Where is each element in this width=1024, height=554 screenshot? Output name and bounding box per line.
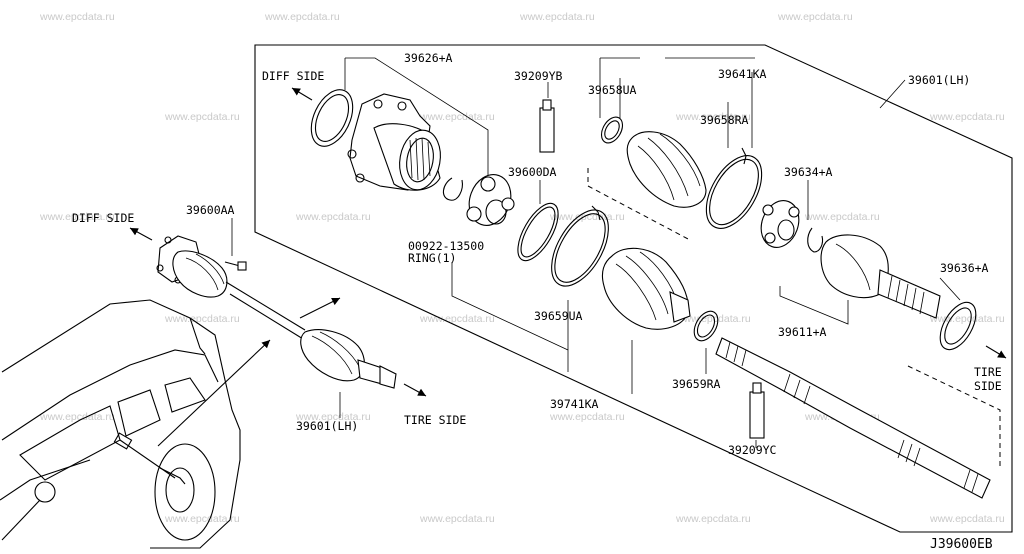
tripod-joint-part bbox=[466, 174, 515, 226]
outer-cv-joint-part bbox=[820, 234, 941, 319]
watermark: www.epcdata.ru bbox=[39, 411, 115, 423]
vehicle-illustration bbox=[0, 299, 241, 549]
label-39636: 39636+A bbox=[940, 261, 989, 275]
label-39634: 39634+A bbox=[784, 165, 833, 179]
watermark: www.epcdata.ru bbox=[549, 211, 625, 223]
watermark: www.epcdata.ru bbox=[419, 513, 495, 525]
dashed-guide bbox=[907, 365, 1001, 468]
watermark-layer: www.epcdata.ru www.epcdata.ru www.epcdat… bbox=[39, 11, 1005, 525]
label-tire-side-bottom: TIRE SIDE bbox=[404, 413, 466, 427]
band-clip bbox=[591, 205, 601, 221]
band-part bbox=[517, 202, 559, 262]
vehicle-pointer-arrow bbox=[157, 339, 271, 447]
label-39741ka: 39741KA bbox=[550, 397, 599, 411]
watermark: www.epcdata.ru bbox=[929, 111, 1005, 123]
label-diff-side-top: DIFF SIDE bbox=[262, 69, 324, 83]
watermark: www.epcdata.ru bbox=[295, 211, 371, 223]
diff-housing-part bbox=[347, 93, 441, 191]
watermark: www.epcdata.ru bbox=[929, 313, 1005, 325]
boot-band-large bbox=[551, 209, 609, 287]
washer-part bbox=[944, 307, 972, 345]
label-39611: 39611+A bbox=[778, 325, 827, 339]
label-tire-right-2: SIDE bbox=[974, 379, 1002, 393]
label-39209yc: 39209YC bbox=[728, 443, 777, 457]
ring-part bbox=[314, 94, 350, 142]
watermark: www.epcdata.ru bbox=[295, 411, 371, 423]
label-tire-right-1: TIRE bbox=[974, 365, 1002, 379]
watermark: www.epcdata.ru bbox=[164, 513, 240, 525]
label-39601-bottom: 39601(LH) bbox=[296, 419, 358, 433]
label-39641ka: 39641KA bbox=[718, 67, 767, 81]
label-39600da: 39600DA bbox=[508, 165, 557, 179]
shaft-direction-arrow bbox=[299, 297, 341, 319]
boot-tire-side bbox=[626, 131, 707, 208]
boot-band-large-tire bbox=[709, 158, 759, 226]
dashed-guide bbox=[587, 168, 691, 241]
label-diff-side-left: DIFF SIDE bbox=[72, 211, 134, 225]
circlip-part bbox=[807, 227, 824, 253]
label-39659ra: 39659RA bbox=[672, 377, 721, 391]
watermark: www.epcdata.ru bbox=[419, 313, 495, 325]
tire-side-arrow-bottom bbox=[403, 383, 427, 397]
part-labels: DIFF SIDE 39626+A 39209YB 39658UA 39641K… bbox=[72, 51, 1002, 552]
tire-side-arrow-right bbox=[985, 345, 1007, 359]
diff-side-arrow-top bbox=[291, 87, 313, 101]
drive-shaft-bar bbox=[715, 337, 991, 499]
label-39658ua: 39658UA bbox=[588, 83, 637, 97]
cv-cage-part bbox=[760, 200, 800, 248]
snap-ring-part bbox=[442, 177, 463, 201]
watermark: www.epcdata.ru bbox=[549, 411, 625, 423]
grease-tube-upper bbox=[539, 99, 555, 153]
band-part bbox=[520, 206, 556, 258]
watermark: www.epcdata.ru bbox=[929, 513, 1005, 525]
boot-band-large-tire bbox=[705, 155, 763, 229]
watermark: www.epcdata.ru bbox=[39, 211, 115, 223]
watermark: www.epcdata.ru bbox=[39, 11, 115, 23]
label-39626: 39626+A bbox=[404, 51, 453, 65]
leader-lines bbox=[231, 57, 961, 448]
label-39659ua: 39659UA bbox=[534, 309, 583, 323]
label-00922-13500: 00922-13500 bbox=[408, 239, 484, 253]
watermark: www.epcdata.ru bbox=[164, 111, 240, 123]
exploded-view-frame bbox=[254, 44, 1013, 533]
watermark: www.epcdata.ru bbox=[164, 313, 240, 325]
watermark: www.epcdata.ru bbox=[675, 313, 751, 325]
boot-band-small-tire bbox=[600, 116, 624, 144]
ring-part bbox=[310, 89, 354, 147]
band-clip bbox=[741, 147, 747, 165]
label-39601-top: 39601(LH) bbox=[908, 73, 970, 87]
diff-side-arrow-left bbox=[129, 227, 153, 241]
boot-band-small bbox=[693, 310, 719, 342]
watermark: www.epcdata.ru bbox=[777, 11, 853, 23]
boot-band-small-tire bbox=[604, 120, 620, 140]
watermark: www.epcdata.ru bbox=[675, 111, 751, 123]
boot-band-small bbox=[696, 314, 716, 338]
label-ring: RING(1) bbox=[408, 251, 456, 265]
washer-part bbox=[939, 301, 977, 351]
watermark: www.epcdata.ru bbox=[519, 11, 595, 23]
watermark: www.epcdata.ru bbox=[675, 513, 751, 525]
shaft-assembly bbox=[156, 235, 397, 389]
label-39600aa: 39600AA bbox=[186, 203, 235, 217]
grease-tube-lower bbox=[749, 382, 765, 439]
watermark: www.epcdata.ru bbox=[264, 11, 340, 23]
label-39209yb: 39209YB bbox=[514, 69, 563, 83]
diagram-code: J39600EB bbox=[930, 537, 993, 552]
boot-diff-side bbox=[601, 247, 691, 330]
watermark: www.epcdata.ru bbox=[419, 111, 495, 123]
watermark: www.epcdata.ru bbox=[804, 211, 880, 223]
label-39658ra: 39658RA bbox=[700, 113, 749, 127]
